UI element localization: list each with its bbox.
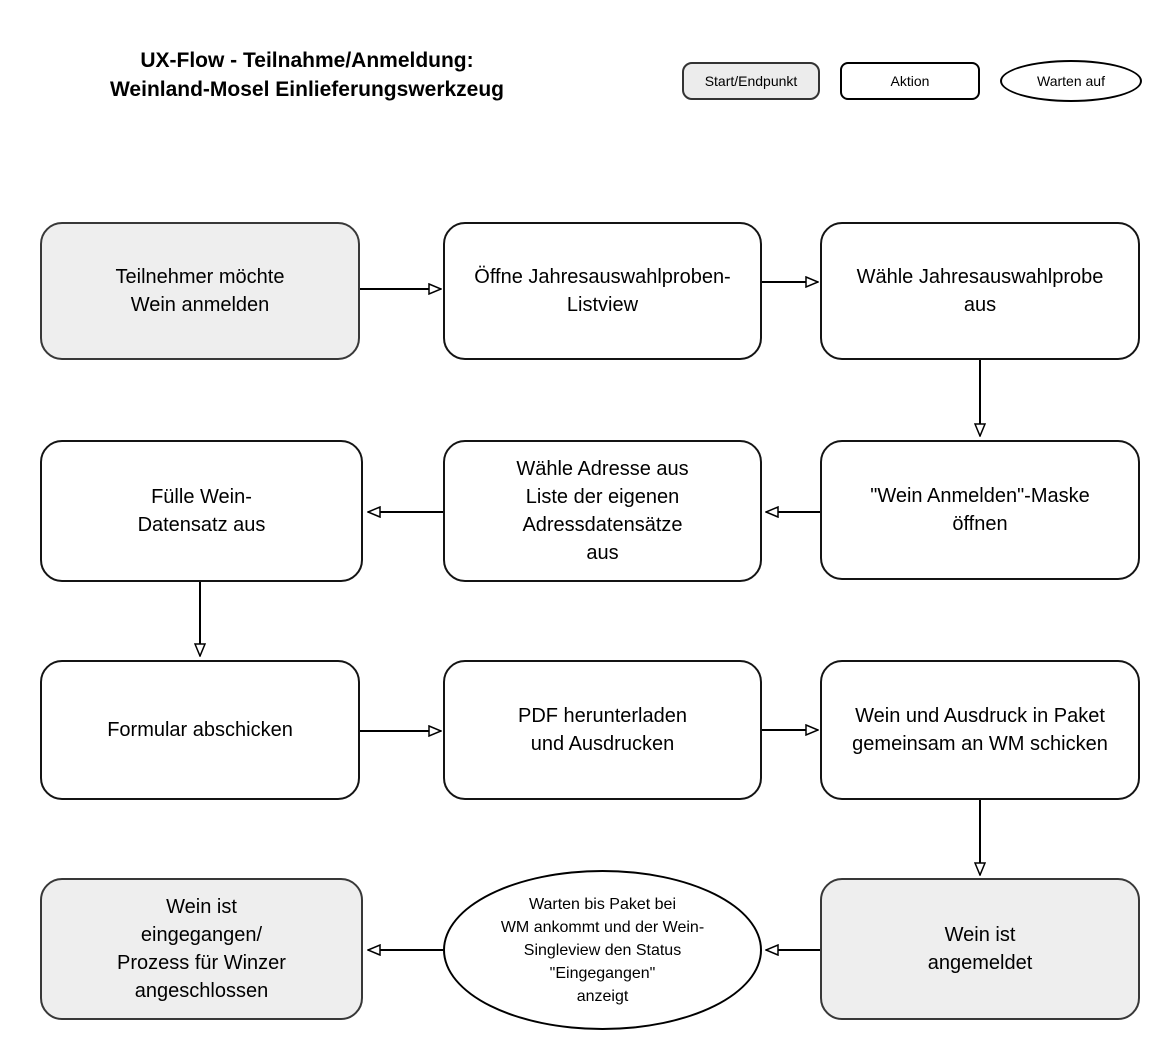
node-select-annual-sample: Wähle Jahresauswahlprobe aus xyxy=(820,222,1140,360)
node-open-listview: Öffne Jahresauswahlproben- Listview xyxy=(443,222,762,360)
page-title: UX-Flow - Teilnahme/Anmeldung: Weinland-… xyxy=(109,49,505,101)
node-select-address: Wähle Adresse aus Liste der eigenen Adre… xyxy=(443,440,762,582)
node-submit-form: Formular abschicken xyxy=(40,660,360,800)
node-wine-registered: Wein ist angemeldet xyxy=(820,878,1140,1020)
legend-start-endpoint-label: Start/Endpunkt xyxy=(704,73,798,89)
node-send-package: Wein und Ausdruck in Paket gemeinsam an … xyxy=(820,660,1140,800)
node-start-participant-wants-register: Teilnehmer möchte Wein anmelden xyxy=(40,222,360,360)
node-wait-for-package: Warten bis Paket bei WM ankommt und der … xyxy=(443,870,762,1030)
legend-wait-for-label: Warten auf xyxy=(1037,73,1105,89)
node-open-wine-register-mask: "Wein Anmelden"-Maske öffnen xyxy=(820,440,1140,580)
node-end-process-finished: Wein ist eingegangen/ Prozess für Winzer… xyxy=(40,878,363,1020)
legend-action: Aktion xyxy=(840,62,980,100)
node-fill-wine-record: Fülle Wein- Datensatz aus xyxy=(40,440,363,582)
legend-start-endpoint: Start/Endpunkt xyxy=(682,62,820,100)
legend-action-label: Aktion xyxy=(890,73,930,89)
legend-wait-for: Warten auf xyxy=(1000,60,1142,102)
node-download-pdf: PDF herunterladen und Ausdrucken xyxy=(443,660,762,800)
